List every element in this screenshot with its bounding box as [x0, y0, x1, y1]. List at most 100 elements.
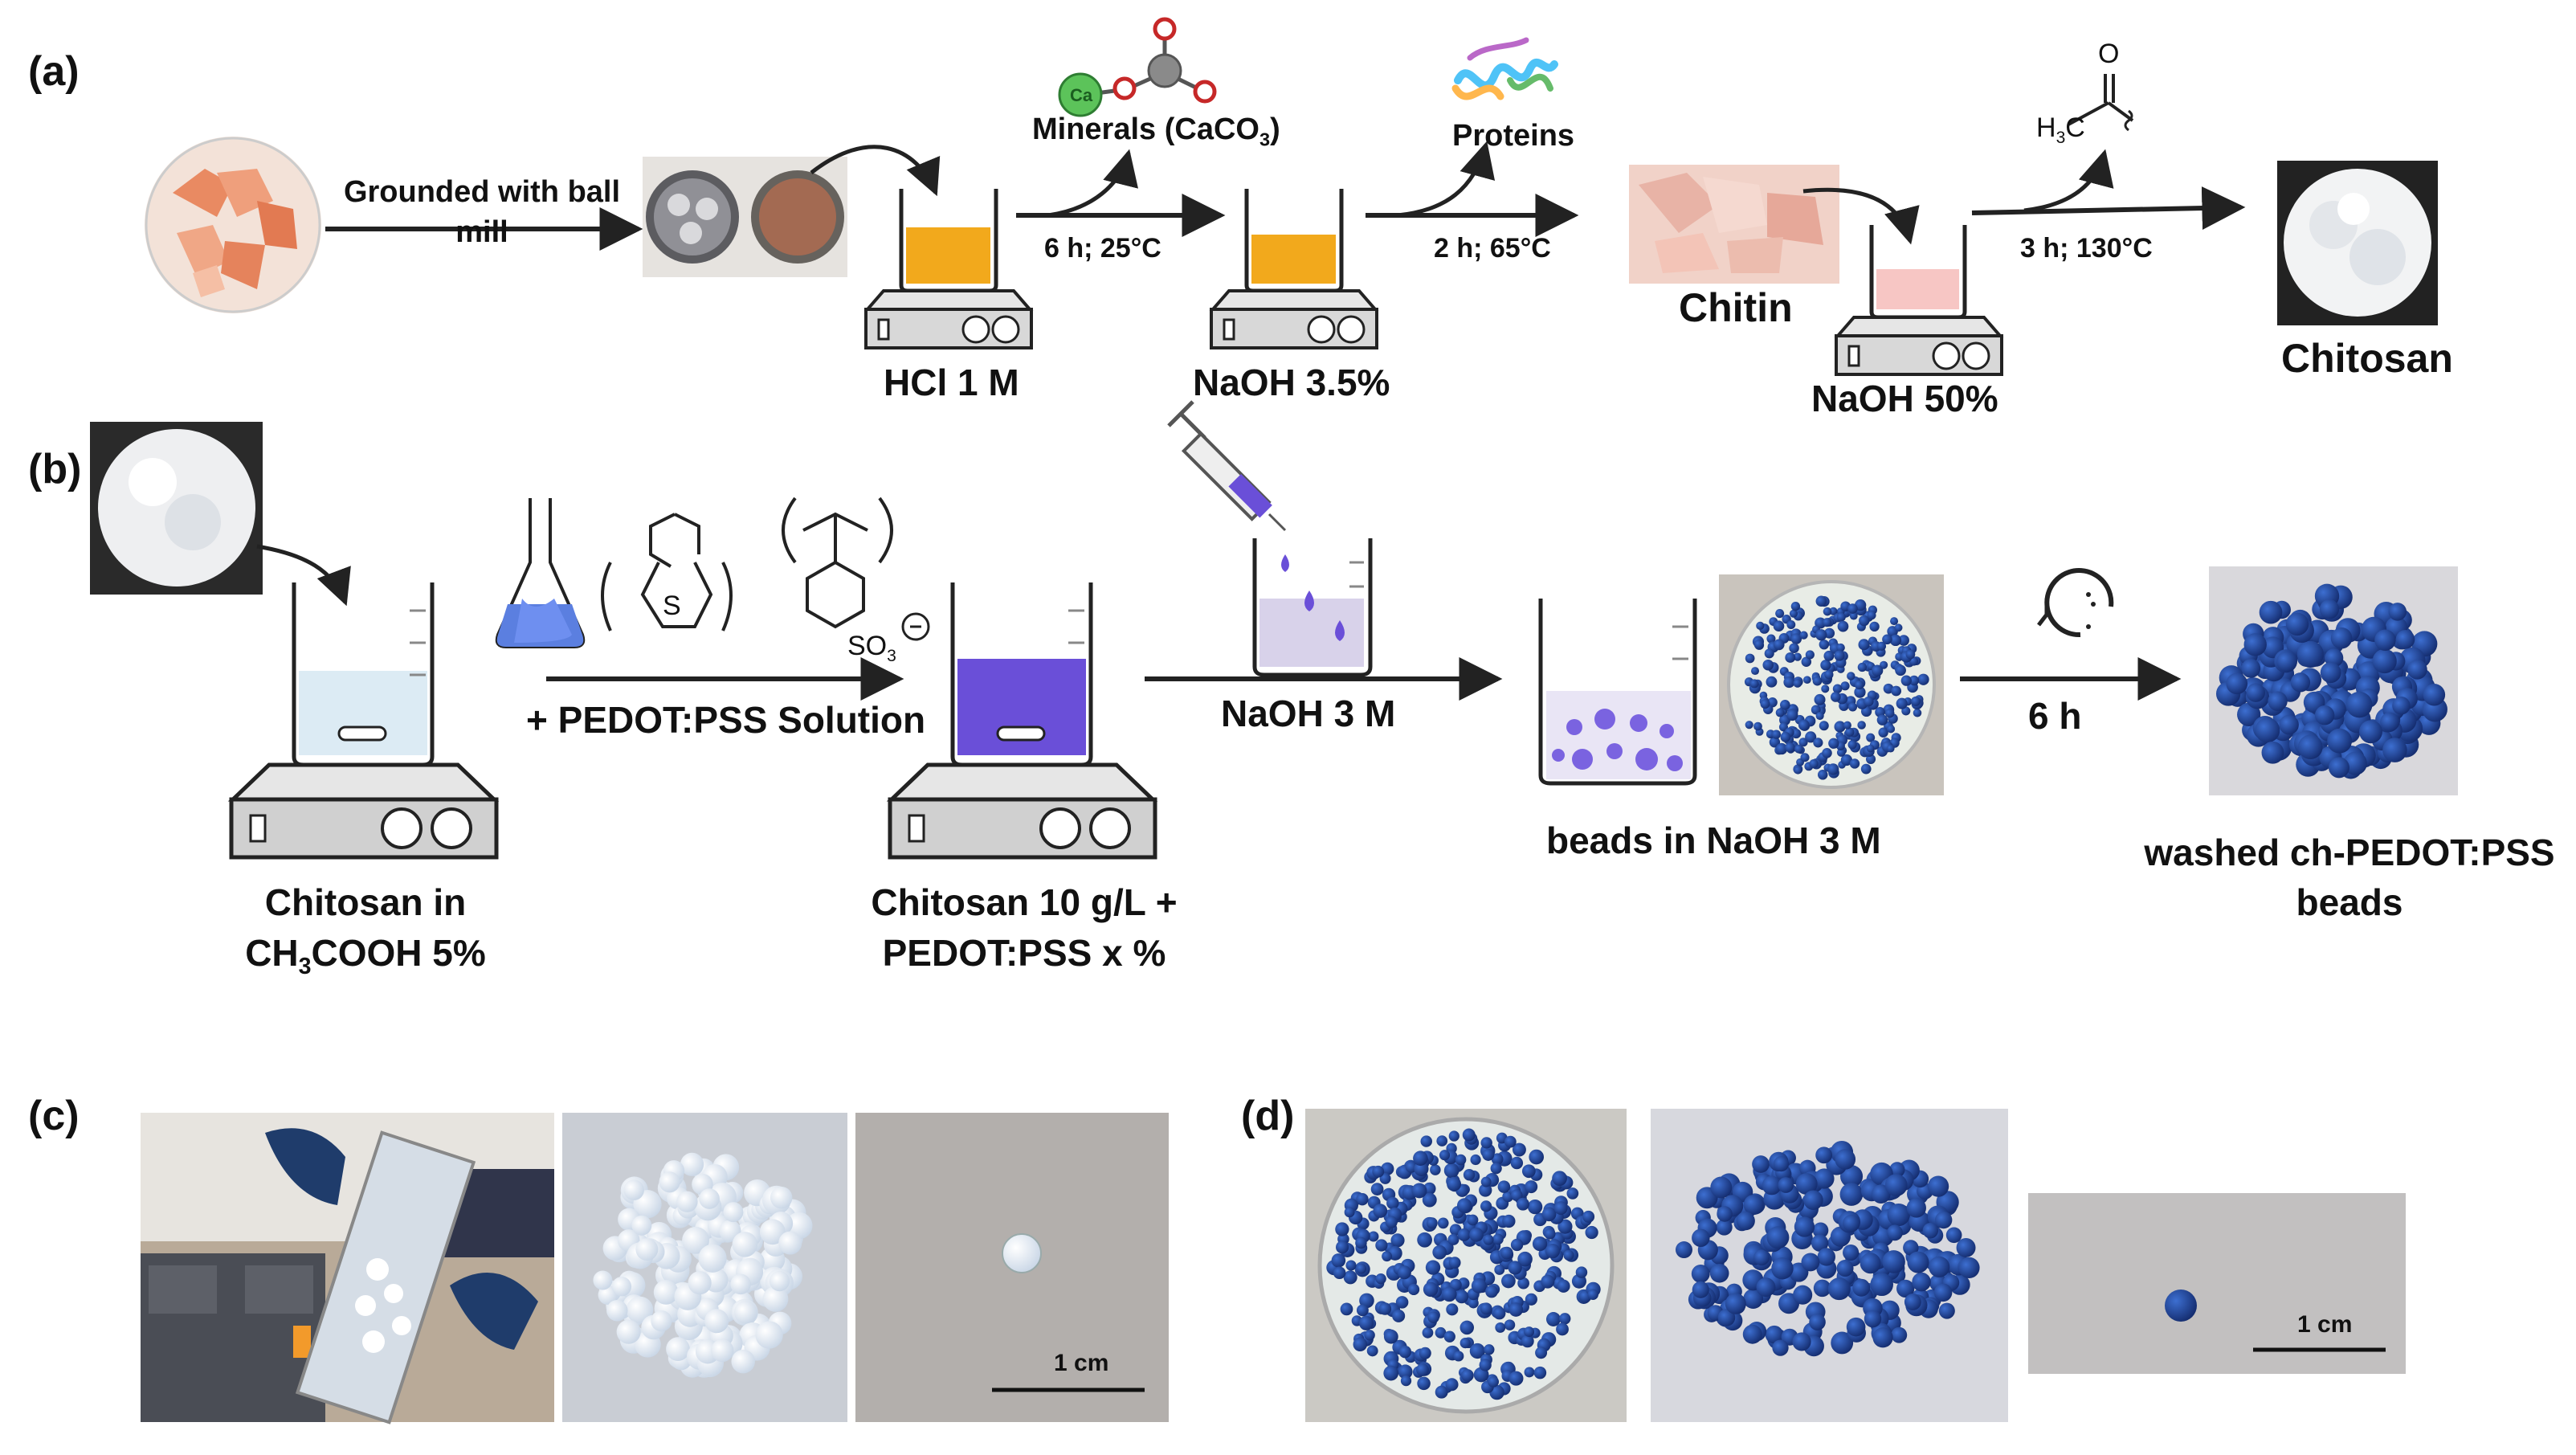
naoh-50-label: NaOH 50% — [1811, 378, 1998, 419]
arrow-icon — [810, 145, 941, 197]
bead — [1798, 738, 1808, 747]
bead — [1553, 1201, 1568, 1216]
bead — [1502, 1214, 1516, 1228]
bead — [1819, 639, 1830, 650]
pedot-structure-icon — [601, 497, 930, 641]
bead — [1836, 612, 1846, 622]
bead — [2279, 714, 2299, 735]
bead — [1483, 1234, 1494, 1245]
acetyl-icon — [2068, 74, 2134, 132]
bead — [1392, 1309, 1406, 1322]
bead — [1426, 1217, 1438, 1229]
bead — [1773, 1156, 1790, 1172]
bead — [1430, 1164, 1441, 1175]
arrow-icon — [1047, 149, 1138, 218]
bead — [1544, 1228, 1556, 1240]
proteins-label: Proteins — [1452, 119, 1575, 153]
bead — [1427, 1311, 1439, 1323]
bead — [1447, 1176, 1462, 1191]
bead — [1710, 1176, 1733, 1199]
bead — [1827, 1277, 1851, 1301]
bead — [1716, 1219, 1733, 1236]
bead — [1742, 1324, 1762, 1344]
single-blue-bead-photo — [2028, 1193, 2406, 1374]
bead — [1828, 738, 1839, 749]
bead — [1794, 744, 1803, 754]
bead — [635, 1238, 659, 1261]
bead — [1883, 683, 1894, 694]
bead — [1762, 1175, 1782, 1195]
bead — [730, 1273, 751, 1295]
bead — [1882, 1250, 1905, 1273]
bead — [1692, 1228, 1710, 1248]
bead — [1463, 1169, 1476, 1181]
bead — [1956, 1238, 1976, 1257]
bead — [1736, 1211, 1755, 1231]
panel-label-a: (a) — [28, 48, 80, 95]
bead — [1419, 1347, 1431, 1359]
bead — [1847, 702, 1858, 712]
bead — [1471, 1278, 1487, 1294]
bead — [2314, 705, 2335, 725]
bead — [1890, 617, 1899, 626]
bead — [1422, 1326, 1434, 1339]
bead — [1780, 731, 1791, 742]
bead — [1717, 1206, 1733, 1222]
bead — [1847, 740, 1857, 750]
bead — [1479, 1183, 1492, 1197]
bead — [1843, 1214, 1860, 1232]
bead — [1446, 1303, 1459, 1316]
bead — [1801, 1253, 1820, 1272]
bead — [1857, 662, 1868, 672]
bead — [1435, 1326, 1447, 1339]
bead — [1827, 763, 1839, 775]
bead — [1417, 1232, 1432, 1248]
bead — [1786, 709, 1798, 721]
bead — [1524, 1326, 1535, 1338]
bead — [1366, 1345, 1378, 1357]
bead — [1922, 1222, 1939, 1239]
bead — [1510, 1189, 1523, 1202]
bead — [1823, 618, 1832, 627]
bead — [1385, 1216, 1398, 1228]
naoh-35-label: NaOH 3.5% — [1193, 362, 1390, 403]
panel-label-b: (b) — [28, 446, 82, 492]
bead — [1884, 708, 1895, 718]
bead — [1447, 1233, 1459, 1245]
bead — [770, 1186, 793, 1209]
bead — [2297, 734, 2323, 760]
bead — [769, 1270, 790, 1292]
bead — [1760, 699, 1770, 709]
bead — [1813, 738, 1823, 748]
bead — [1356, 1263, 1367, 1274]
stirrer-icon — [886, 762, 1158, 860]
bead — [1900, 675, 1912, 686]
bead — [1771, 730, 1782, 739]
bead — [1469, 1343, 1485, 1359]
bead — [1753, 721, 1762, 731]
bead — [1533, 1366, 1547, 1379]
bead — [1417, 1376, 1431, 1391]
bead — [2268, 691, 2288, 711]
bead — [1492, 1233, 1504, 1245]
bead — [2255, 717, 2280, 743]
bead — [1805, 731, 1817, 743]
bead — [699, 1188, 720, 1209]
bead — [1480, 1137, 1492, 1149]
scale-label-c: 1 cm — [1054, 1350, 1109, 1376]
bead — [1817, 770, 1828, 780]
bead — [1343, 1270, 1357, 1285]
bead — [1535, 1347, 1548, 1359]
bead — [1517, 1251, 1533, 1267]
bead — [1887, 1224, 1903, 1241]
bead — [1845, 727, 1855, 737]
bead — [626, 1296, 654, 1324]
bead — [1886, 725, 1896, 734]
bead — [1395, 1296, 1409, 1309]
bead — [2320, 662, 2341, 684]
bead — [1398, 1345, 1412, 1359]
bead — [1425, 1260, 1441, 1275]
bead — [2243, 633, 2267, 656]
bead — [1860, 763, 1872, 775]
